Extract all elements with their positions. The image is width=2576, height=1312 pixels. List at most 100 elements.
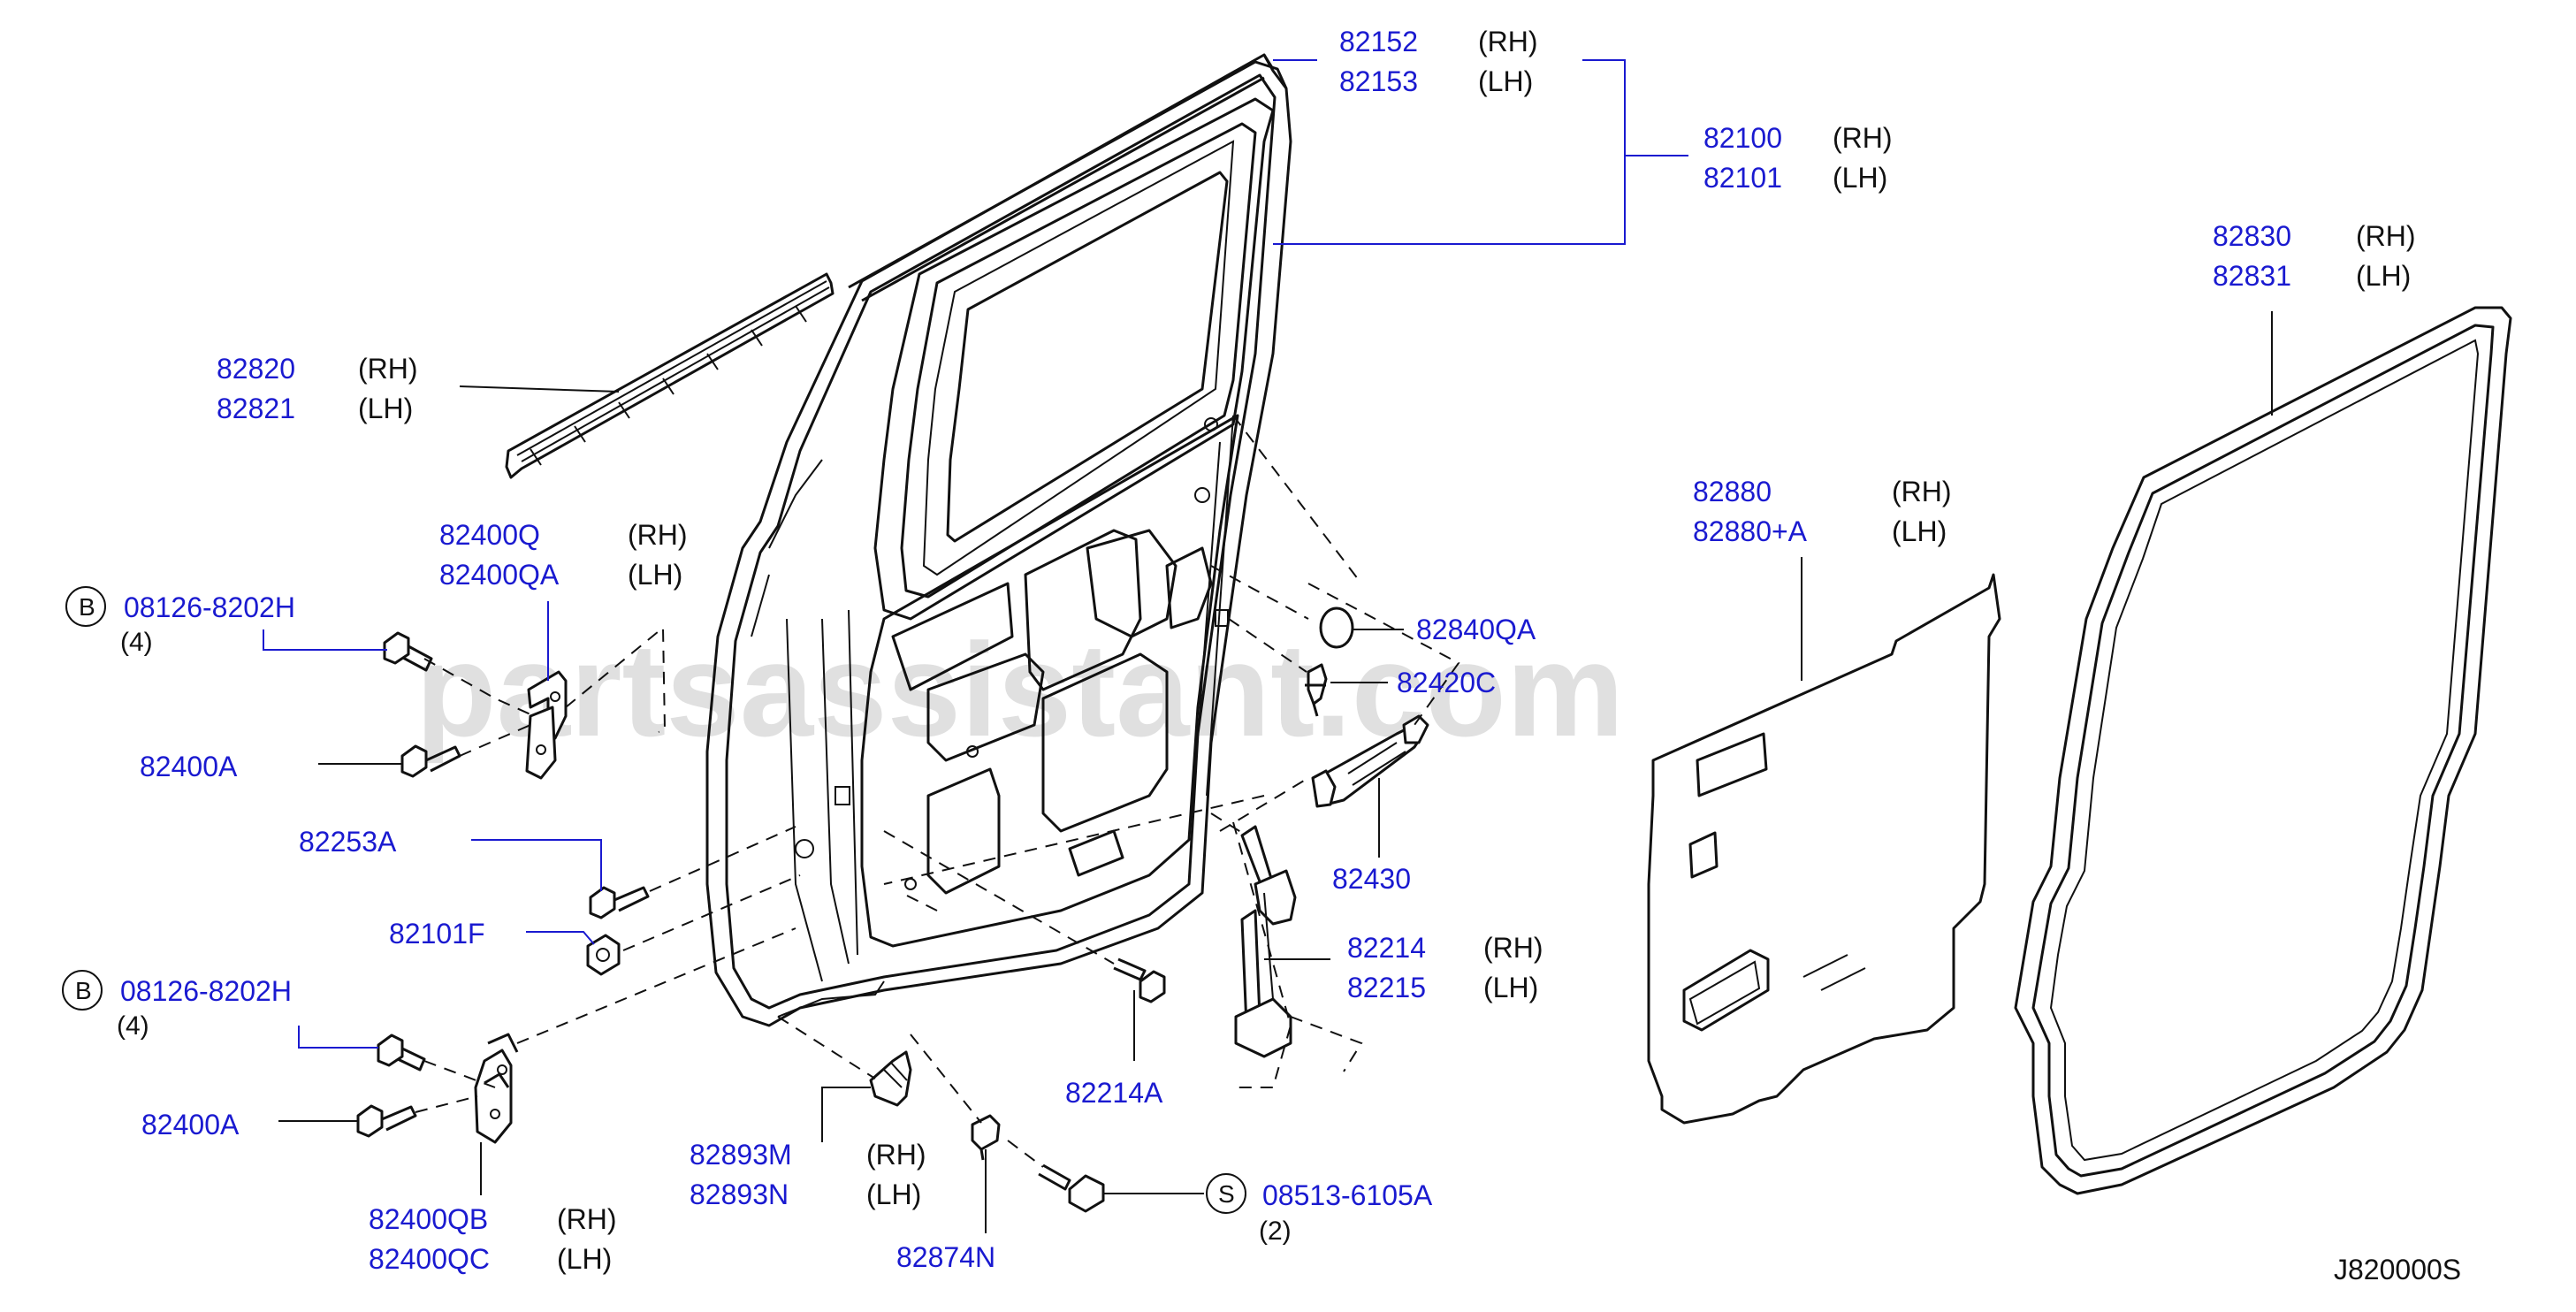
screw-circle-icon bbox=[1206, 1173, 1246, 1214]
part-number[interactable]: 08126-8202H bbox=[120, 975, 292, 1007]
sealing-screen-illustration bbox=[1647, 573, 2001, 1125]
callout-82831[interactable]: 82831 (LH) bbox=[2213, 260, 2411, 292]
callout-82880[interactable]: 82880 (RH) bbox=[1693, 476, 1952, 507]
callout-82893m[interactable]: 82893M (RH) bbox=[690, 1139, 926, 1171]
callout-82880-a[interactable]: 82880+A (LH) bbox=[1693, 515, 1947, 547]
door-weatherstrip-illustration bbox=[2014, 306, 2512, 1195]
part-number[interactable]: 82821 bbox=[217, 393, 295, 424]
callout-82100[interactable]: 82100 (RH) bbox=[1703, 122, 1893, 154]
side-label: (LH) bbox=[1483, 972, 1538, 1003]
belt-moulding-illustration bbox=[505, 272, 835, 479]
callout-82400a-lower[interactable]: 82400A bbox=[141, 1109, 240, 1140]
side-label: (RH) bbox=[1483, 932, 1543, 964]
nut-82101f-illustration bbox=[586, 934, 621, 976]
callout-82400qa[interactable]: 82400QA (LH) bbox=[439, 559, 682, 591]
callout-82830[interactable]: 82830 (RH) bbox=[2213, 220, 2416, 252]
side-label: (LH) bbox=[557, 1243, 612, 1275]
part-number[interactable]: 82152 bbox=[1339, 26, 1418, 57]
part-number[interactable]: 82880+A bbox=[1693, 515, 1808, 547]
part-number[interactable]: 82153 bbox=[1339, 65, 1418, 97]
bolt-82214a-illustration bbox=[1113, 957, 1166, 1003]
part-number[interactable]: 08513-6105A bbox=[1262, 1179, 1433, 1211]
part-number[interactable]: 82400A bbox=[140, 751, 238, 782]
clip-82874n-illustration bbox=[971, 1114, 1001, 1161]
part-number[interactable]: 82430 bbox=[1332, 863, 1411, 895]
door-check-82430-illustration bbox=[1311, 714, 1429, 808]
upper-hinge-illustration bbox=[525, 670, 568, 780]
upper-hinge-bolts bbox=[383, 631, 461, 778]
part-number[interactable]: 82820 bbox=[217, 353, 295, 385]
part-number[interactable]: 82214 bbox=[1347, 932, 1426, 964]
circle-letter: B bbox=[79, 593, 95, 621]
callout-82420c[interactable]: 82420C bbox=[1397, 667, 1496, 698]
side-label: (LH) bbox=[1833, 162, 1887, 194]
part-number[interactable]: 82214A bbox=[1065, 1077, 1163, 1109]
callout-82215[interactable]: 82215 (LH) bbox=[1347, 972, 1538, 1003]
part-number[interactable]: 82893N bbox=[690, 1179, 789, 1210]
callout-82214a[interactable]: 82214A bbox=[1065, 1077, 1163, 1109]
side-label: (LH) bbox=[1892, 515, 1947, 547]
callout-82874n[interactable]: 82874N bbox=[896, 1241, 995, 1273]
side-label: (RH) bbox=[358, 353, 418, 385]
part-number[interactable]: 82874N bbox=[896, 1241, 995, 1273]
part-number[interactable]: 82400QA bbox=[439, 559, 560, 591]
part-number[interactable]: 08126-8202H bbox=[124, 591, 295, 623]
part-number[interactable]: 82400A bbox=[141, 1109, 240, 1140]
circle-letter: S bbox=[1218, 1180, 1235, 1208]
side-label: (RH) bbox=[557, 1203, 617, 1235]
lower-hinge-illustration bbox=[474, 1033, 519, 1144]
callout-82400qc[interactable]: 82400QC (LH) bbox=[369, 1243, 612, 1275]
callout-82400a-upper[interactable]: 82400A bbox=[140, 751, 238, 782]
callout-82101[interactable]: 82101 (LH) bbox=[1703, 162, 1887, 194]
circle-letter: B bbox=[75, 977, 92, 1004]
part-number[interactable]: 82893M bbox=[690, 1139, 792, 1171]
part-number[interactable]: 82400Q bbox=[439, 519, 540, 551]
quantity: (4) bbox=[117, 1011, 149, 1041]
callout-82101f[interactable]: 82101F bbox=[389, 918, 485, 950]
callout-82820[interactable]: 82820 (RH) bbox=[217, 353, 418, 385]
leader-lines bbox=[263, 59, 2273, 1233]
bolt-circle-icon bbox=[62, 970, 103, 1011]
part-number[interactable]: 82101 bbox=[1703, 162, 1782, 194]
side-label: (LH) bbox=[2356, 260, 2411, 292]
part-number[interactable]: 82840QA bbox=[1416, 614, 1536, 645]
part-number[interactable]: 82100 bbox=[1703, 122, 1782, 154]
part-number[interactable]: 82400QB bbox=[369, 1203, 488, 1235]
quantity: (2) bbox=[1259, 1217, 1292, 1246]
side-label: (RH) bbox=[1478, 26, 1538, 57]
callout-82821[interactable]: 82821 (LH) bbox=[217, 393, 413, 424]
part-number[interactable]: 82400QC bbox=[369, 1243, 490, 1275]
side-label: (LH) bbox=[628, 559, 682, 591]
part-number[interactable]: 82215 bbox=[1347, 972, 1426, 1003]
callout-82253a[interactable]: 82253A bbox=[299, 826, 397, 858]
callout-82153[interactable]: 82153 (LH) bbox=[1339, 65, 1533, 97]
callout-08513[interactable]: S 08513-6105A (2) bbox=[1206, 1173, 1433, 1246]
part-number[interactable]: 82420C bbox=[1397, 667, 1496, 698]
callout-82840qa[interactable]: 82840QA bbox=[1416, 614, 1536, 645]
callout-82400q[interactable]: 82400Q (RH) bbox=[439, 519, 688, 551]
bolt-circle-icon bbox=[65, 586, 106, 627]
diagram-code: J820000S bbox=[2334, 1254, 2461, 1285]
side-label: (RH) bbox=[866, 1139, 926, 1171]
callout-08126-lower[interactable]: B 08126-8202H (4) bbox=[62, 970, 292, 1041]
callout-82893n[interactable]: 82893N (LH) bbox=[690, 1179, 921, 1210]
callout-82400qb[interactable]: 82400QB (RH) bbox=[369, 1203, 617, 1235]
side-label: (LH) bbox=[866, 1179, 921, 1210]
callout-82152[interactable]: 82152 (RH) bbox=[1339, 26, 1538, 57]
callout-82430[interactable]: 82430 bbox=[1332, 863, 1411, 895]
side-label: (LH) bbox=[1478, 65, 1533, 97]
part-number[interactable]: 82831 bbox=[2213, 260, 2291, 292]
callout-82214[interactable]: 82214 (RH) bbox=[1347, 932, 1543, 964]
side-label: (RH) bbox=[628, 519, 688, 551]
clip-82420c-illustration bbox=[1305, 663, 1328, 717]
quantity: (4) bbox=[120, 628, 153, 657]
part-number[interactable]: 82830 bbox=[2213, 220, 2291, 252]
callout-08126-upper[interactable]: B 08126-8202H (4) bbox=[65, 586, 295, 657]
part-number[interactable]: 82880 bbox=[1693, 476, 1772, 507]
side-label: (RH) bbox=[2356, 220, 2416, 252]
bolt-82253a-illustration bbox=[589, 886, 650, 919]
part-number[interactable]: 82101F bbox=[389, 918, 485, 950]
grommet-82840qa-illustration bbox=[1319, 606, 1354, 649]
part-number[interactable]: 82253A bbox=[299, 826, 397, 858]
